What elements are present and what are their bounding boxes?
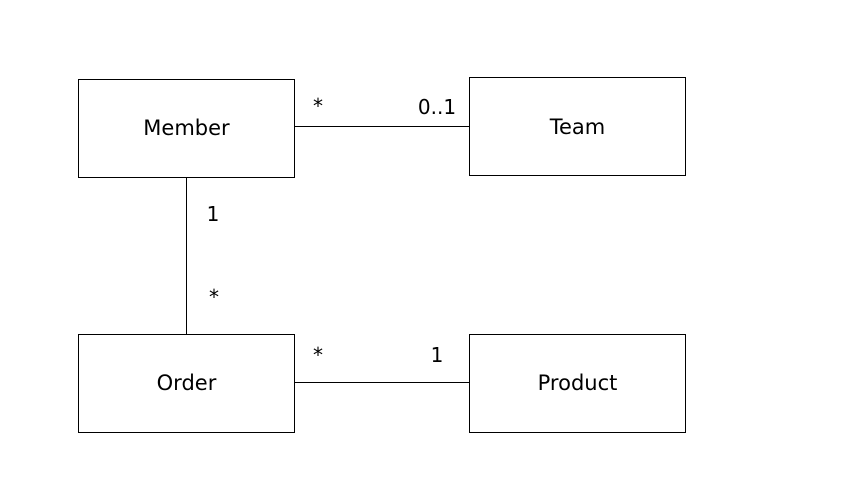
multiplicity-member-team-member-end: * [313, 94, 323, 118]
multiplicity-order-product-product-end: 1 [431, 343, 444, 367]
entity-order[interactable]: Order [78, 334, 295, 433]
entity-product-label: Product [538, 371, 618, 395]
entity-product[interactable]: Product [469, 334, 686, 433]
entity-team-label: Team [549, 115, 606, 139]
entity-member[interactable]: Member [78, 79, 295, 178]
entity-team-box [469, 77, 686, 176]
entity-order-box [78, 334, 295, 433]
entity-member-label: Member [143, 116, 230, 140]
entity-member-box [78, 79, 295, 178]
multiplicity-order-product-order-end: * [313, 343, 323, 367]
entity-team[interactable]: Team [469, 77, 686, 176]
multiplicity-member-team-team-end: 0..1 [418, 95, 456, 119]
multiplicity-member-order-order-end: * [209, 285, 219, 309]
entity-product-box [469, 334, 686, 433]
multiplicity-member-order-member-end: 1 [207, 202, 220, 226]
entity-order-label: Order [157, 371, 217, 395]
